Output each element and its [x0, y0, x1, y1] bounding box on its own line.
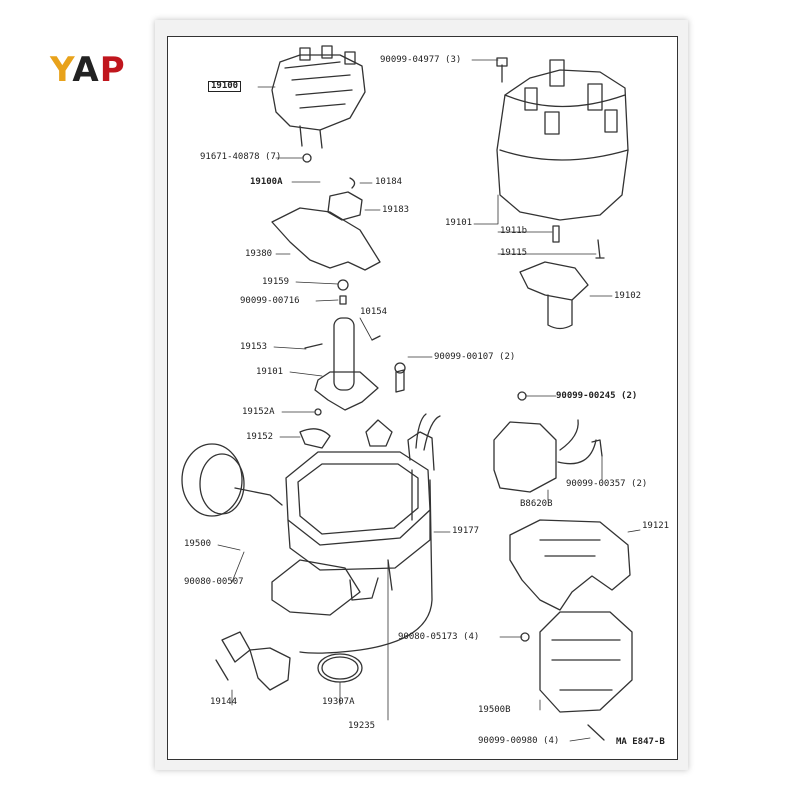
logo-letter-p: P	[99, 50, 126, 90]
part-label-19102: 19102	[614, 291, 642, 301]
sensor-connector	[215, 631, 291, 691]
igniter	[520, 611, 633, 741]
part-label-90099-04977: 90099-04977 (3)	[380, 55, 462, 65]
part-label-90099-00980: 90099-00980 (4)	[478, 736, 560, 746]
part-label-19115: 19115	[500, 248, 528, 258]
part-label-10184: 10184	[375, 177, 403, 187]
part-label-19101-shaft: 19101	[256, 367, 284, 377]
part-label-19144: 19144	[210, 697, 238, 707]
part-label-19152a: 19152A	[242, 407, 275, 417]
diagram-frame	[167, 36, 678, 760]
part-label-19500: 19500	[184, 539, 212, 549]
governor-weights	[299, 408, 393, 449]
distributor-shaft	[304, 317, 381, 411]
logo-letter-a: A	[72, 50, 100, 90]
yap-logo: YAP	[50, 50, 126, 90]
part-label-19101-cap: 19101	[445, 218, 473, 228]
logo-letter-y: Y	[50, 50, 73, 90]
drawing-reference-code: MA E847-B	[616, 737, 665, 747]
part-label-19100: 19100	[208, 81, 242, 92]
pickup-assembly	[271, 177, 381, 305]
part-label-19159: 19159	[262, 277, 290, 287]
screw-pair	[394, 362, 406, 393]
part-label-19152: 19152	[246, 432, 274, 442]
part-label-19235: 19235	[348, 721, 376, 731]
part-label-1911b: 1911b	[500, 226, 528, 236]
part-label-b8620b: B8620B	[520, 499, 553, 509]
part-label-19380: 19380	[245, 249, 273, 259]
part-label-10154: 10154	[360, 307, 388, 317]
o-ring	[317, 653, 363, 683]
part-label-90099-00245: 90099-00245 (2)	[556, 391, 638, 401]
ignition-module	[493, 391, 603, 493]
distributor-cap	[496, 57, 629, 221]
part-label-90080-00507: 90080-00507	[184, 577, 244, 587]
part-label-19177: 19177	[452, 526, 480, 536]
distributor-housing	[271, 413, 441, 654]
part-label-19153: 19153	[240, 342, 268, 352]
part-label-91671-40878: 91671-40878 (7)	[200, 152, 282, 162]
part-label-19307a: 19307A	[322, 697, 355, 707]
part-label-90099-00357: 90099-00357 (2)	[566, 479, 648, 489]
part-label-19500b: 19500B	[478, 705, 511, 715]
part-label-90099-00107: 90099-00107 (2)	[434, 352, 516, 362]
part-label-90080-05173: 90080-05173 (4)	[398, 632, 480, 642]
distributor-assembly	[271, 45, 366, 163]
part-label-19183: 19183	[382, 205, 410, 215]
part-label-19121: 19121	[642, 521, 670, 531]
vacuum-advance	[181, 443, 283, 517]
part-label-19100a: 19100A	[250, 177, 283, 187]
part-label-90099-00716: 90099-00716	[240, 296, 300, 306]
ignition-cover	[509, 519, 631, 611]
rotor	[519, 225, 605, 330]
